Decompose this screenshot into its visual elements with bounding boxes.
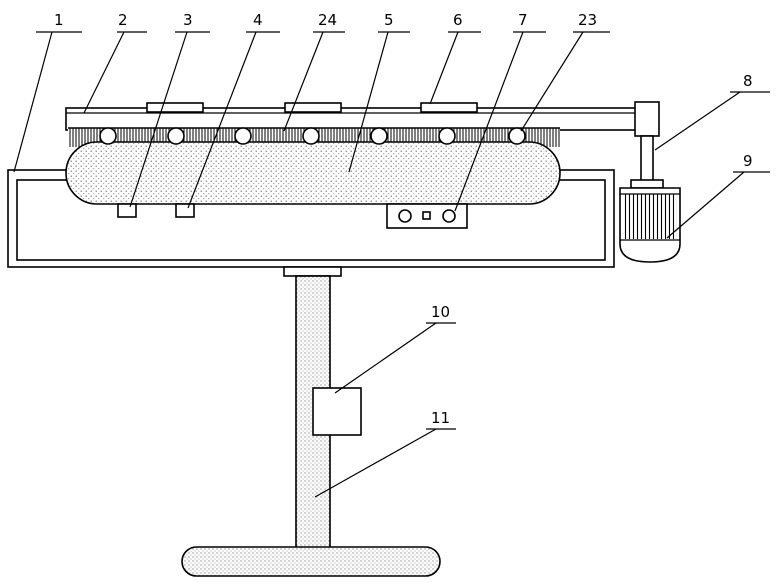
label-23: 23 <box>578 11 597 29</box>
label-24: 24 <box>318 11 337 29</box>
label-8: 8 <box>743 72 753 90</box>
shaft-bracket <box>631 102 663 188</box>
label-9: 9 <box>743 152 753 170</box>
label-5: 5 <box>384 11 394 29</box>
roller-belt <box>66 142 560 204</box>
top-blocks <box>147 103 477 112</box>
control-panel <box>387 204 467 228</box>
motor <box>620 188 680 262</box>
base-plate <box>182 547 440 576</box>
label-4: 4 <box>253 11 263 29</box>
label-11: 11 <box>431 409 450 427</box>
label-6: 6 <box>453 11 463 29</box>
column-box <box>313 388 361 435</box>
label-10: 10 <box>431 303 450 321</box>
label-3: 3 <box>183 11 193 29</box>
label-7: 7 <box>518 11 528 29</box>
label-2: 2 <box>118 11 128 29</box>
label-1: 1 <box>54 11 64 29</box>
